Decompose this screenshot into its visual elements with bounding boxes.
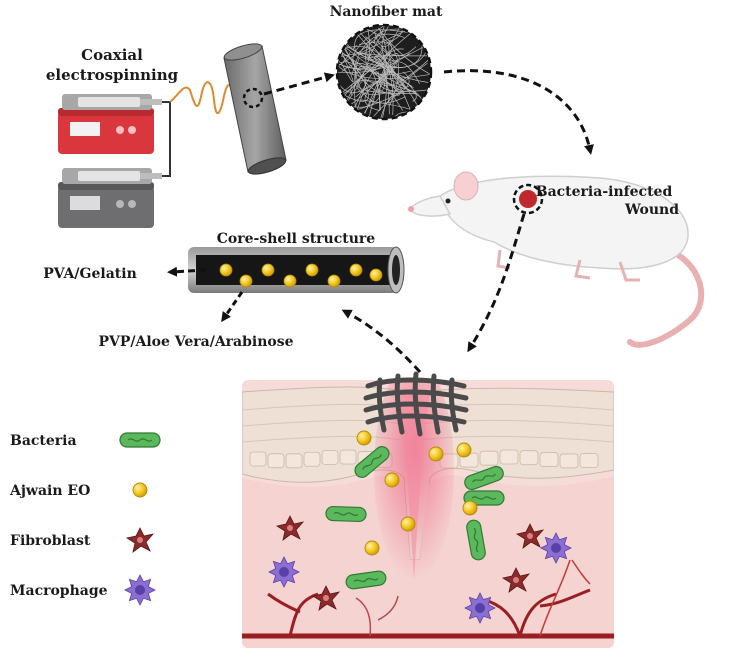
macrophage-icon (540, 532, 572, 564)
syringe-pump-red (58, 94, 162, 154)
fibroblast-icon (125, 527, 155, 553)
ajwain-eo-droplet-icon (364, 540, 380, 556)
nanofiber-dressing (363, 371, 469, 437)
bacteria-icon (119, 432, 161, 448)
ajwain-eo-droplet-icon (462, 500, 478, 516)
macrophage-icon (124, 574, 156, 606)
syringe-pump-gray (58, 168, 162, 228)
arrow-wound-to-tissue (467, 213, 526, 353)
infected-wound-spot (512, 183, 544, 215)
bacteria-icon (464, 465, 504, 491)
legend-label: Macrophage (10, 583, 108, 599)
bacteria-icon (463, 490, 505, 506)
arrow-tissue-to-structure (341, 309, 422, 374)
feed-tube (162, 101, 171, 177)
nanofiber-mat (335, 23, 433, 121)
ajwain-eo-droplet (283, 274, 297, 288)
fibroblast-icon (311, 585, 341, 611)
arrow-collector-to-mat (263, 72, 335, 96)
bacteria-icon (345, 570, 387, 590)
fibroblast-icon (275, 515, 305, 541)
ajwain-eo-droplet (305, 263, 319, 277)
collector-roll (223, 43, 287, 175)
macrophage-icon (464, 592, 496, 624)
fibroblast-icon (515, 523, 545, 549)
label-wound-line1: Bacteria-infected (536, 184, 673, 200)
legend-label: Bacteria (10, 433, 77, 449)
ajwain-eo-droplet-icon (400, 516, 416, 532)
mouse-illustration (408, 171, 705, 348)
ajwain-eo-droplet-icon (428, 446, 444, 462)
tissue-cells (268, 430, 572, 624)
sample-spot (242, 87, 264, 109)
ajwain-eo-droplet-icon (384, 472, 400, 488)
bacteria-icon (466, 519, 486, 561)
ajwain-eo-droplet-icon (356, 430, 372, 446)
label-coaxial-line2: electrospinning (46, 66, 179, 84)
ajwain-eo-droplet-icon (456, 442, 472, 458)
skin-tissue-cross-section (242, 380, 614, 648)
core-droplets (219, 263, 383, 288)
ajwain-eo-droplet (327, 274, 341, 288)
ajwain-eo-droplet (239, 274, 253, 288)
fibroblast-icon (501, 567, 531, 593)
ajwain-eo-droplet (349, 263, 363, 277)
ajwain-eo-droplet-icon (132, 482, 148, 498)
bacteria-icon (325, 505, 367, 523)
label-wound-line2: Wound (624, 202, 679, 218)
label-shell-material: PVA/Gelatin (43, 266, 137, 282)
label-nanofiber-mat: Nanofiber mat (330, 4, 443, 20)
legend-label: Ajwain EO (9, 483, 90, 499)
label-coaxial-line1: Coaxial (81, 46, 143, 64)
arrow-to-core-label (221, 291, 244, 323)
label-core-material: PVP/Aloe Vera/Arabinose (98, 334, 293, 350)
label-core-shell: Core-shell structure (217, 231, 376, 247)
ajwain-eo-droplet (369, 268, 383, 282)
ajwain-eo-droplet (261, 263, 275, 277)
arrow-mat-to-wound (443, 69, 594, 155)
legend-label: Fibroblast (10, 533, 91, 549)
bacteria-icon (354, 446, 390, 478)
ajwain-eo-droplet (219, 263, 233, 277)
arrow-to-shell-label (167, 266, 207, 277)
macrophage-icon (268, 556, 300, 588)
